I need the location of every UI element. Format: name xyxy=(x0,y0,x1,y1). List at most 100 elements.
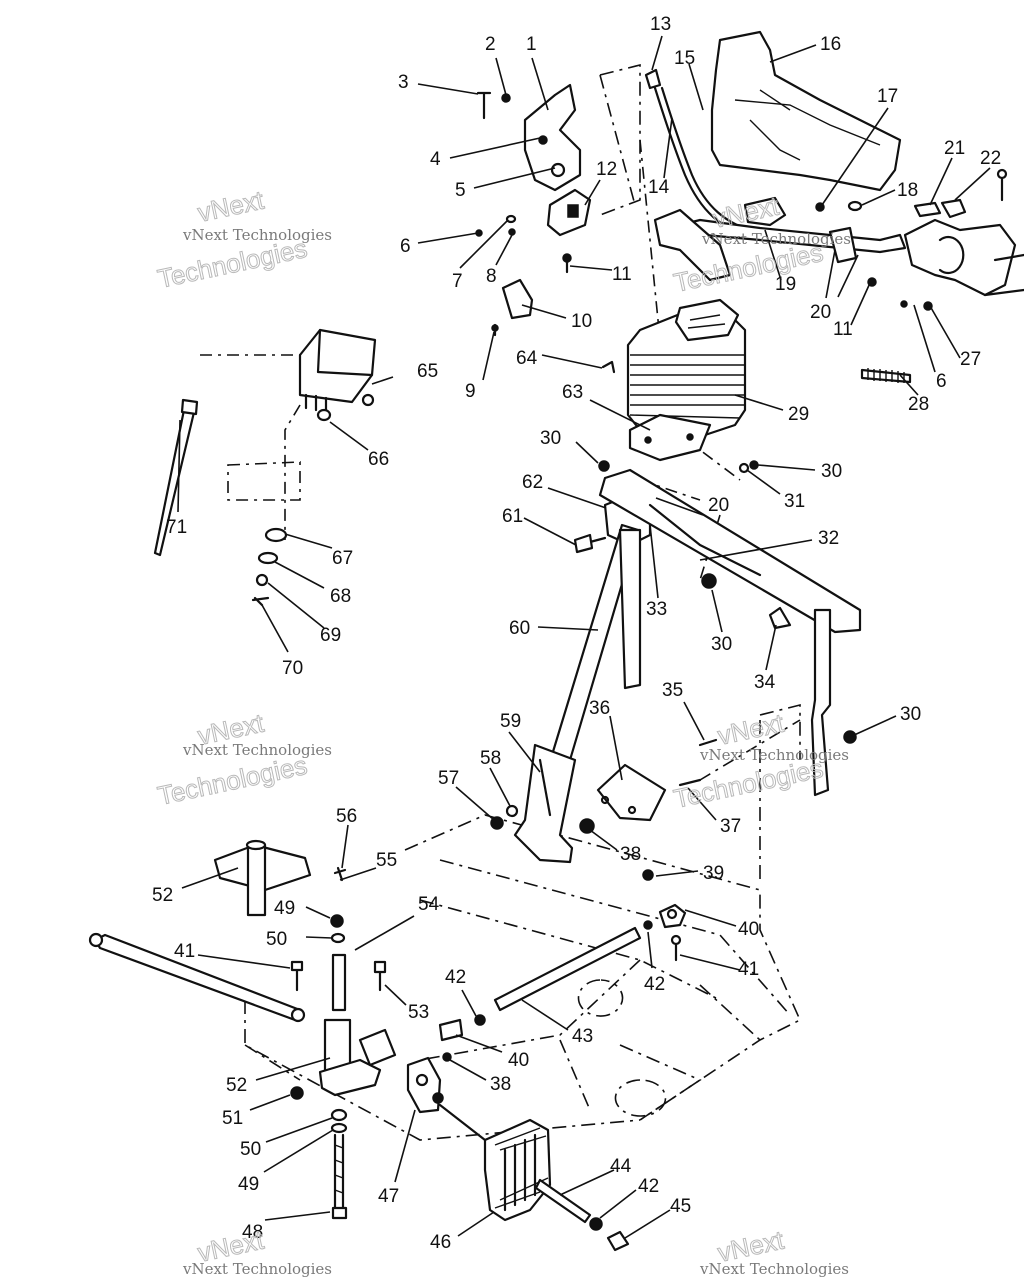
callout-30a: 30 xyxy=(540,428,561,449)
steering-gearbox xyxy=(406,1056,630,1252)
callout-18: 18 xyxy=(897,180,918,201)
callout-49b: 49 xyxy=(238,1174,259,1195)
callout-65: 65 xyxy=(417,361,438,382)
callout-17: 17 xyxy=(877,86,898,107)
callout-48: 48 xyxy=(242,1222,263,1243)
callout-58: 58 xyxy=(480,748,501,769)
callout-15: 15 xyxy=(674,48,695,69)
callout-33: 33 xyxy=(646,599,667,620)
watermark-bottom-left: vNext vNext Technologies xyxy=(182,1224,332,1278)
callout-1: 1 xyxy=(526,34,537,55)
plate-63 xyxy=(628,413,712,462)
callout-41a: 41 xyxy=(174,941,195,962)
callout-11b: 11 xyxy=(833,319,853,340)
callout-71: 71 xyxy=(166,517,187,538)
callout-38a: 38 xyxy=(620,844,641,865)
callout-51: 51 xyxy=(222,1108,243,1129)
callout-59: 59 xyxy=(500,711,521,732)
callout-40a: 40 xyxy=(738,919,759,940)
tie-rod-43 xyxy=(493,926,642,1012)
spindle-assembly xyxy=(88,839,397,1220)
watermark-company: vNext Technologies xyxy=(182,741,332,759)
callout-45: 45 xyxy=(670,1196,691,1217)
callout-42b: 42 xyxy=(445,967,466,988)
support-arm-32 xyxy=(598,468,862,634)
leader-lines xyxy=(177,35,991,1239)
callout-13: 13 xyxy=(650,14,671,35)
handlebar-cover xyxy=(710,30,902,192)
callout-52b: 52 xyxy=(226,1075,247,1096)
callout-46: 46 xyxy=(430,1232,451,1253)
column-brace-right xyxy=(810,608,832,797)
callout-50a: 50 xyxy=(266,929,287,950)
callout-39: 39 xyxy=(703,863,724,884)
lower-column-bracket xyxy=(490,738,718,881)
callout-14: 14 xyxy=(648,177,670,198)
callout-57: 57 xyxy=(438,768,459,789)
callout-43: 43 xyxy=(572,1026,593,1047)
switch-box-assembly xyxy=(153,328,377,607)
callout-50b: 50 xyxy=(240,1139,261,1160)
callout-21: 21 xyxy=(944,138,965,159)
watermark-company: vNext Technologies xyxy=(701,230,851,248)
callout-56: 56 xyxy=(336,806,357,827)
callout-54: 54 xyxy=(418,894,440,915)
clamp-plate xyxy=(501,278,534,320)
callout-10: 10 xyxy=(571,311,592,332)
callout-16: 16 xyxy=(820,34,841,55)
steering-linkage xyxy=(438,903,687,1062)
watermark-company: vNext Technologies xyxy=(182,226,332,244)
watermark-mid-left: vNext vNext Technologies Technologies xyxy=(155,707,333,811)
callout-47: 47 xyxy=(378,1186,399,1207)
callout-63: 63 xyxy=(562,382,583,403)
callout-66: 66 xyxy=(368,449,389,470)
callout-12: 12 xyxy=(596,159,617,180)
callout-60: 60 xyxy=(509,618,530,639)
callout-6b: 6 xyxy=(936,371,947,392)
callout-9: 9 xyxy=(465,381,476,402)
callout-34: 34 xyxy=(754,672,776,693)
callout-11a: 11 xyxy=(612,264,632,285)
callout-19: 19 xyxy=(775,274,796,295)
callout-67: 67 xyxy=(332,548,353,569)
kingpin-tube xyxy=(331,953,347,1012)
callout-52a: 52 xyxy=(152,885,173,906)
watermark-company: vNext Technologies xyxy=(182,1260,332,1278)
callout-30c: 30 xyxy=(711,634,732,655)
callout-31: 31 xyxy=(784,491,805,512)
callout-53: 53 xyxy=(408,1002,429,1023)
callout-62: 62 xyxy=(522,472,543,493)
boot-46 xyxy=(483,1118,552,1222)
callout-55: 55 xyxy=(376,850,397,871)
callout-42a: 42 xyxy=(644,974,665,995)
callout-41b: 41 xyxy=(738,959,759,980)
callout-38b: 38 xyxy=(490,1074,511,1095)
plate-59 xyxy=(513,743,577,864)
column-brace xyxy=(618,528,642,690)
callout-7: 7 xyxy=(452,271,463,292)
handlebar-assembly xyxy=(653,30,1024,384)
callout-35: 35 xyxy=(662,680,683,701)
callout-64: 64 xyxy=(516,348,538,369)
watermark-brand: vNext xyxy=(195,185,267,228)
callout-44: 44 xyxy=(610,1156,632,1177)
callout-42c: 42 xyxy=(638,1176,659,1197)
callout-5: 5 xyxy=(455,180,466,201)
watermark-company: vNext Technologies xyxy=(699,746,849,764)
callout-3: 3 xyxy=(398,72,409,93)
callout-27: 27 xyxy=(960,349,981,370)
callout-6a: 6 xyxy=(400,236,411,257)
callout-20b: 20 xyxy=(708,495,729,516)
column-boot-assembly xyxy=(573,298,759,554)
tab-bracket xyxy=(358,1028,397,1067)
steering-column xyxy=(550,468,862,797)
callout-30b: 30 xyxy=(821,461,842,482)
callout-28: 28 xyxy=(908,394,929,415)
throttle-block xyxy=(903,218,1017,297)
watermark-company: vNext Technologies xyxy=(699,1260,849,1278)
switch-box-65 xyxy=(298,328,377,404)
callout-labels: 1 2 3 4 5 12 13 15 16 17 21 22 18 14 6 7… xyxy=(152,14,1001,1253)
watermark-word: Technologies xyxy=(155,750,310,811)
callout-49a: 49 xyxy=(274,898,295,919)
